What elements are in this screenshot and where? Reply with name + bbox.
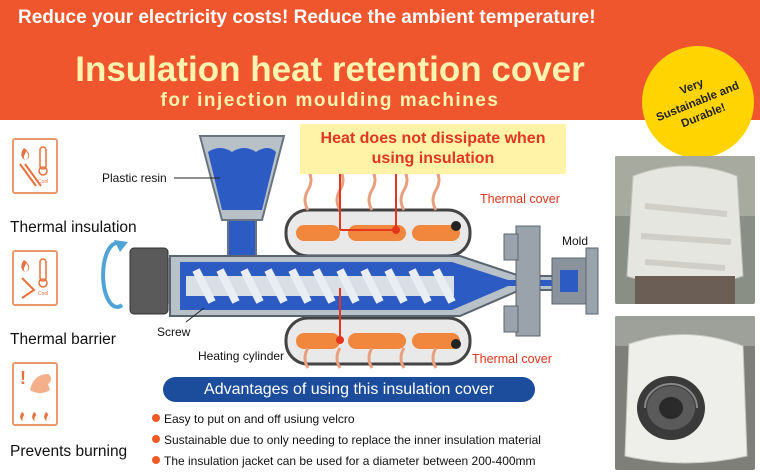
photo-cover-open [615, 316, 755, 470]
feature-label: Thermal barrier [10, 331, 116, 348]
machine-diagram [101, 135, 599, 369]
advantages-heading: Advantages of using this insulation cove… [163, 377, 535, 402]
badge-text: Very Sustainable and Durable! [654, 76, 741, 130]
svg-text:!: ! [20, 368, 26, 388]
thermal-insulation-icon: Cool [12, 138, 58, 194]
thermal-barrier-icon: Cool [12, 250, 58, 306]
mold-label: Mold [562, 234, 589, 248]
list-item: Easy to put on and off usiung velcro [152, 412, 355, 426]
svg-text:Cool: Cool [38, 291, 48, 297]
header-banner [0, 0, 760, 120]
rotation-arrow-icon [101, 241, 124, 309]
tagline: Reduce your electricity costs! Reduce th… [18, 7, 596, 28]
svg-text:Cool: Cool [38, 179, 48, 185]
screw-label: Screw [157, 325, 191, 339]
mold [515, 225, 541, 337]
bullet-icon [152, 456, 160, 464]
heating-cylinder-label: Heating cylinder [198, 349, 285, 363]
thermal-cover-top-label: Thermal cover [480, 192, 560, 206]
plastic-resin-label: Plastic resin [102, 171, 167, 185]
screw [192, 268, 456, 304]
list-item: Sustainable due to only needing to repla… [152, 433, 541, 447]
sustainable-badge: Very Sustainable and Durable! [642, 46, 754, 158]
bullet-icon [152, 414, 160, 422]
thermal-cover-bottom-label: Thermal cover [472, 352, 552, 366]
photo-cover-installed [615, 156, 755, 304]
heat-callout: Heat does not dissipate when using insul… [300, 124, 566, 174]
list-item: The insulation jacket can be used for a … [152, 454, 536, 468]
feature-label: Prevents burning [10, 443, 128, 460]
bullet-icon [152, 435, 160, 443]
feature-label: Thermal insulation [10, 219, 137, 236]
page-title: Insulation heat retention cover [75, 50, 585, 89]
prevents-burning-icon: ! [12, 362, 58, 426]
page-subtitle: for injection moulding machines [160, 90, 500, 111]
motor [129, 247, 169, 315]
